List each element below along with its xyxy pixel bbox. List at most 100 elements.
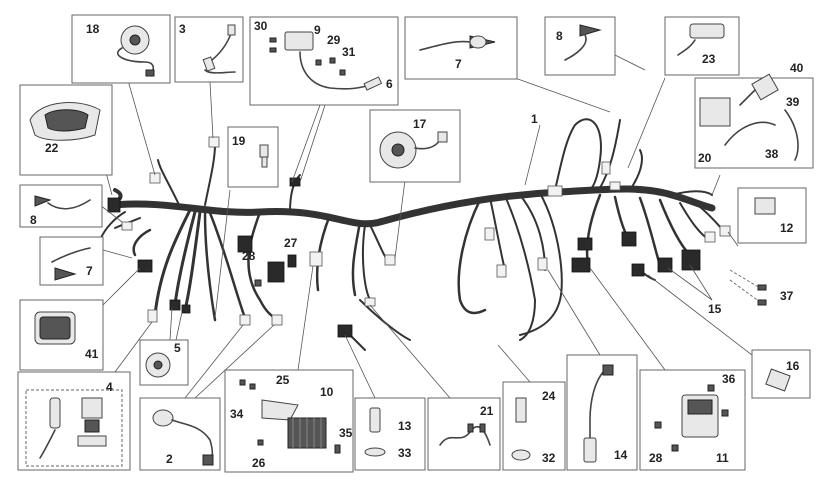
harness-connector <box>364 297 376 307</box>
callout-7-top: 7 <box>455 57 462 71</box>
part-box-sensor-14: 14 <box>566 354 638 471</box>
callout-9: 9 <box>314 23 321 37</box>
harness-connector <box>271 314 283 326</box>
callout-8-top: 8 <box>556 29 563 43</box>
callout-40: 40 <box>790 61 804 75</box>
switch-2-part <box>152 409 174 427</box>
harness-connector <box>484 227 495 241</box>
part-box-turn-signal-left: 8 <box>19 184 103 228</box>
harness-connector <box>287 254 297 268</box>
part-box-relay-and-pump: 40 39 38 20 <box>694 61 814 169</box>
harness-connector <box>208 136 220 148</box>
callout-17: 17 <box>413 117 427 131</box>
license-light-part <box>689 23 725 39</box>
harness-connector <box>719 225 731 237</box>
callout-20: 20 <box>698 151 712 165</box>
callout-1: 1 <box>531 112 538 126</box>
callout-7-left: 7 <box>86 264 93 278</box>
harness-connector <box>547 185 563 197</box>
harness-connector <box>309 251 323 267</box>
sensor-24-part <box>515 397 527 423</box>
harness-connector <box>631 263 645 277</box>
part-box-regulator: 25 10 34 26 35 <box>224 369 354 473</box>
callout-8-left: 8 <box>30 213 37 227</box>
part-box-headlight: 41 <box>19 299 104 371</box>
harness-connector <box>267 261 285 283</box>
callout-39: 39 <box>786 95 800 109</box>
part-box-cooling-fan: 17 <box>369 109 461 183</box>
part-box-cable-21: 21 <box>427 397 501 471</box>
harness-connector <box>237 235 253 253</box>
callout-26: 26 <box>252 456 266 470</box>
part-box-sensor-13: 13 33 <box>354 397 426 471</box>
part-box-sensor-24: 24 32 <box>502 381 566 471</box>
harness-connector <box>601 161 611 175</box>
callout-15: 15 <box>708 302 722 316</box>
washer-part <box>364 447 386 457</box>
part-box-turn-signal-right: 8 <box>544 16 616 76</box>
callout-10: 10 <box>320 385 334 399</box>
harness-connector <box>147 309 158 323</box>
harness-connectors <box>107 136 731 338</box>
harness-connector <box>681 249 701 271</box>
harness-connector <box>149 172 161 184</box>
harness-connector <box>169 299 181 311</box>
relay-16-part <box>765 368 791 392</box>
callout-36: 36 <box>722 372 736 386</box>
harness-connector <box>384 254 396 266</box>
callout-14: 14 <box>614 448 628 462</box>
bracket-part <box>81 397 103 419</box>
part-box-relay-12: 12 <box>737 187 807 244</box>
callout-11: 11 <box>716 451 729 465</box>
callout-6: 6 <box>386 77 393 91</box>
harness-connector <box>137 259 153 273</box>
callout-32: 32 <box>542 451 556 465</box>
callout-13: 13 <box>398 419 412 433</box>
harness-connector <box>121 221 133 231</box>
callout-34: 34 <box>230 407 244 421</box>
callout-19: 19 <box>232 134 246 148</box>
part-box-module-11: 36 28 11 <box>639 369 746 471</box>
part-box-turn-signal-top: 7 <box>404 16 518 80</box>
callout-30: 30 <box>254 19 268 33</box>
sensor-14-part <box>583 437 597 463</box>
callout-21: 21 <box>480 404 494 418</box>
part-box-switch-2: 2 <box>139 397 221 471</box>
callout-29: 29 <box>327 33 341 47</box>
harness-connector <box>609 181 621 191</box>
callout-23: 23 <box>702 52 716 66</box>
part-box-instrument-cluster: 22 <box>19 84 113 176</box>
callout-28-left: 28 <box>242 249 256 263</box>
part-box-license-light: 23 <box>664 16 740 76</box>
part-box-socket-4: 4 <box>17 371 131 471</box>
harness-connector <box>337 324 353 338</box>
callout-12: 12 <box>780 221 794 235</box>
part-box-ignition-coil: 30 9 29 31 6 <box>249 16 399 106</box>
part-box-ignition-switch: 18 <box>71 14 171 84</box>
callout-33: 33 <box>398 446 412 460</box>
callout-16: 16 <box>786 359 800 373</box>
ignition-coil-part <box>284 31 314 51</box>
callout-35: 35 <box>339 426 353 440</box>
callout-28-right: 28 <box>649 451 663 465</box>
relay-12-part <box>754 197 776 215</box>
harness-connector <box>571 257 591 273</box>
part-box-sensor-3: 3 <box>174 16 244 83</box>
harness-connector <box>496 264 507 278</box>
callout-22: 22 <box>45 141 59 155</box>
harness-connector <box>621 231 637 247</box>
part-box-turn-signal-left-lower: 7 <box>39 236 104 286</box>
socket-part <box>49 397 61 429</box>
sensor-13-part <box>369 407 381 433</box>
harness-connector <box>181 304 191 314</box>
callout-3: 3 <box>179 22 186 36</box>
leader-lines <box>91 54 766 399</box>
callout-5: 5 <box>174 341 181 355</box>
callout-18: 18 <box>86 22 100 36</box>
harness-connector <box>289 177 301 187</box>
callout-24: 24 <box>542 389 556 403</box>
harness-connector <box>657 257 673 273</box>
harness-connector <box>107 197 121 213</box>
harness-connector <box>537 257 548 271</box>
